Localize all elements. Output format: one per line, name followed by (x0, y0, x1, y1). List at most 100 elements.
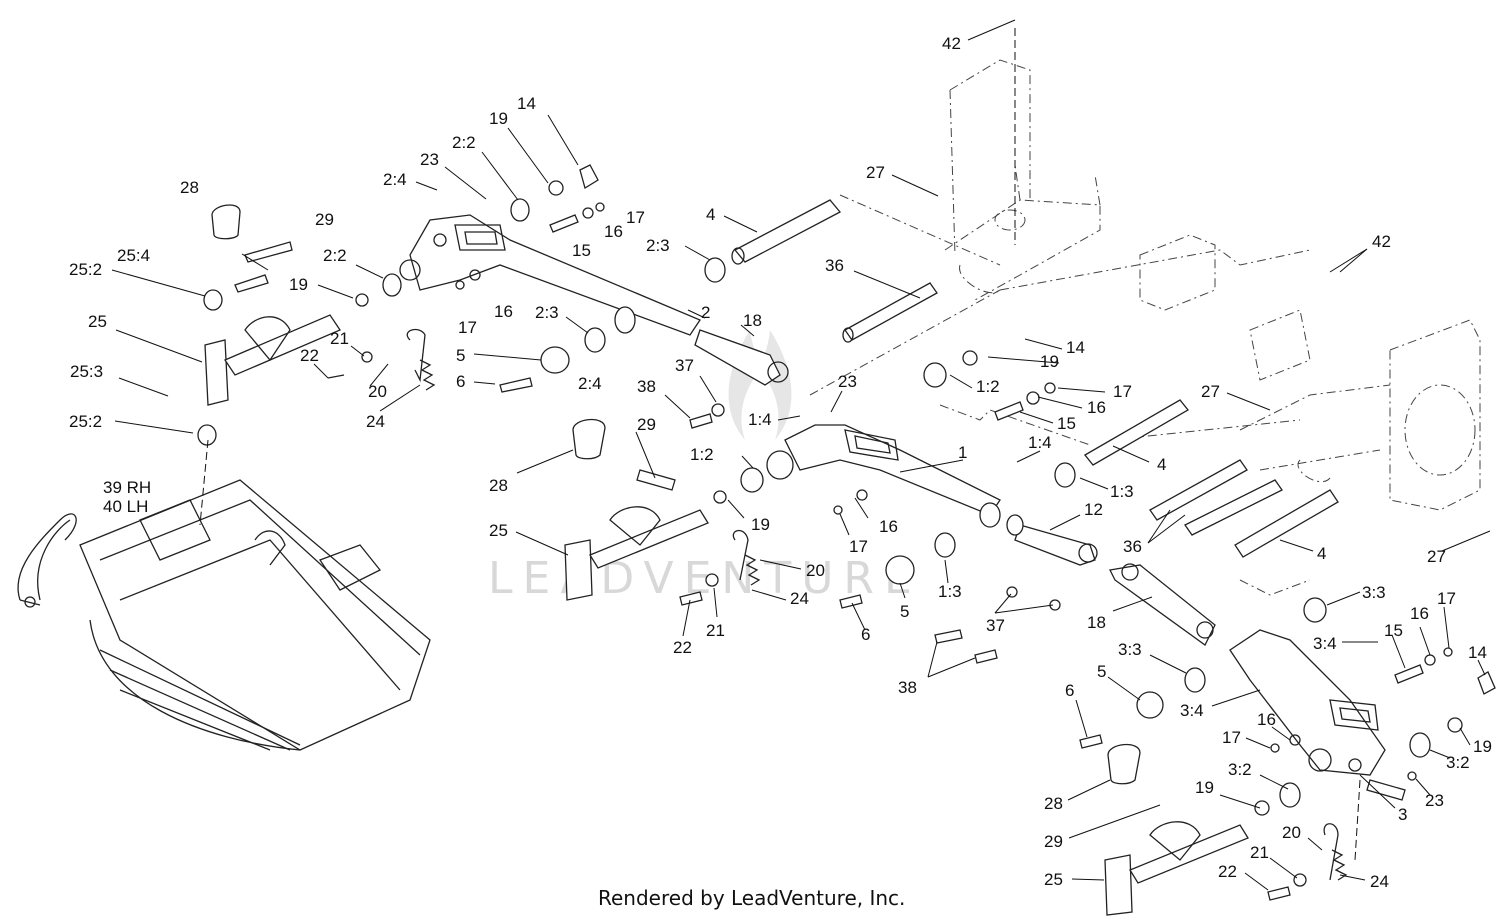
callout: 2:3 (646, 236, 670, 255)
callout: 16 (879, 517, 898, 536)
callout: 20 (1282, 823, 1301, 842)
callout: 18 (743, 311, 762, 330)
leader-lines (111, 19, 1491, 891)
callout: 27 (1201, 382, 1220, 401)
callout: 38 (637, 377, 656, 396)
caster-mount-25-right (1104, 743, 1406, 916)
callout: 27 (1427, 547, 1446, 566)
callout: 1:3 (1110, 482, 1134, 501)
callout: 25:4 (117, 246, 150, 265)
callout: 20 (806, 561, 825, 580)
callout: 4 (1157, 455, 1166, 474)
callout: 19 (289, 275, 308, 294)
callout: 1:4 (748, 410, 772, 429)
callout: 3:4 (1180, 701, 1204, 720)
callout: 19 (1473, 737, 1492, 756)
callout: 16 (1087, 398, 1106, 417)
callout: 28 (180, 178, 199, 197)
callout: 25:3 (70, 362, 103, 381)
callout: 5 (900, 602, 909, 621)
callout: 6 (1065, 681, 1074, 700)
callout: 25 (489, 521, 508, 540)
callout: 19 (751, 515, 770, 534)
callout: 3:2 (1446, 753, 1470, 772)
callout: 1:3 (938, 582, 962, 601)
callout: 37 (986, 616, 1005, 635)
callout: 2:4 (578, 374, 602, 393)
callout: 42 (1372, 232, 1391, 251)
callout: 2:2 (323, 246, 347, 265)
callout: 29 (637, 415, 656, 434)
lift-arm-1 (784, 424, 1001, 516)
callout: 19 (1195, 778, 1214, 797)
callout: 2:3 (535, 303, 559, 322)
callout: 6 (456, 372, 465, 391)
bushings-right (1079, 597, 1496, 901)
callout: 23 (1425, 791, 1444, 810)
callout: 15 (1057, 414, 1076, 433)
lift-arm-3 (1229, 629, 1386, 776)
bushings-center (679, 350, 1076, 664)
callout: 42 (942, 34, 961, 53)
callout-labels: 42 27 14 19 2:2 23 2:4 17 16 15 4 2:3 28… (69, 34, 1492, 891)
callout: 16 (1257, 710, 1276, 729)
callout: 17 (1222, 728, 1241, 747)
hydraulic-cylinder-18-left (694, 329, 789, 386)
callout: 17 (458, 318, 477, 337)
pins-4-36-center (1084, 399, 1339, 558)
callout: 4 (706, 205, 715, 224)
callout: 15 (1384, 621, 1403, 640)
callout: 36 (825, 256, 844, 275)
callout: 29 (1044, 832, 1063, 851)
callout: 17 (626, 208, 645, 227)
footer-credit: Rendered by LeadVenture, Inc. (598, 886, 905, 910)
lift-arm-2 (399, 214, 701, 336)
callout: 5 (456, 346, 465, 365)
callout: 14 (517, 94, 536, 113)
callout: 25:2 (69, 412, 102, 431)
frame-chassis (809, 59, 1481, 596)
callout: 15 (572, 241, 591, 260)
callout: 21 (706, 621, 725, 640)
hydraulic-cylinder-12 (1014, 524, 1098, 566)
callout: 19 (1040, 352, 1059, 371)
callout: 37 (675, 356, 694, 375)
callout: 25 (88, 312, 107, 331)
callout: 16 (494, 302, 513, 321)
callout: 5 (1097, 662, 1106, 681)
callout: 38 (898, 678, 917, 697)
callout: 12 (1084, 500, 1103, 519)
callout: 2:2 (452, 133, 476, 152)
callout: 1:2 (690, 445, 714, 464)
callout: 25 (1044, 870, 1063, 889)
callout: 17 (849, 537, 868, 556)
callout: 6 (861, 625, 870, 644)
callout: 1:2 (976, 377, 1000, 396)
callout: 39 RH (103, 478, 151, 497)
callout: 2:4 (383, 170, 407, 189)
callout: 22 (673, 638, 692, 657)
hydraulic-cylinder-18-right (1109, 563, 1216, 646)
callout: 28 (489, 476, 508, 495)
callout: 20 (368, 382, 387, 401)
callout: 3:3 (1362, 583, 1386, 602)
callout: 24 (790, 589, 809, 608)
callout: 14 (1468, 643, 1487, 662)
callout: 16 (1410, 604, 1429, 623)
callout: 2 (701, 303, 710, 322)
callout: 23 (838, 372, 857, 391)
callout: 3 (1398, 805, 1407, 824)
callout: 21 (330, 329, 349, 348)
callout: 17 (1437, 589, 1456, 608)
pin-4-upper (731, 199, 842, 265)
callout: 16 (604, 222, 623, 241)
callout: 22 (1218, 862, 1237, 881)
callout: 1 (958, 443, 967, 462)
callout: 23 (420, 150, 439, 169)
callout: 27 (866, 163, 885, 182)
callout: 1:4 (1028, 433, 1052, 452)
callout: 28 (1044, 794, 1063, 813)
cutting-unit-reel (17, 479, 431, 751)
callout: 29 (315, 210, 334, 229)
